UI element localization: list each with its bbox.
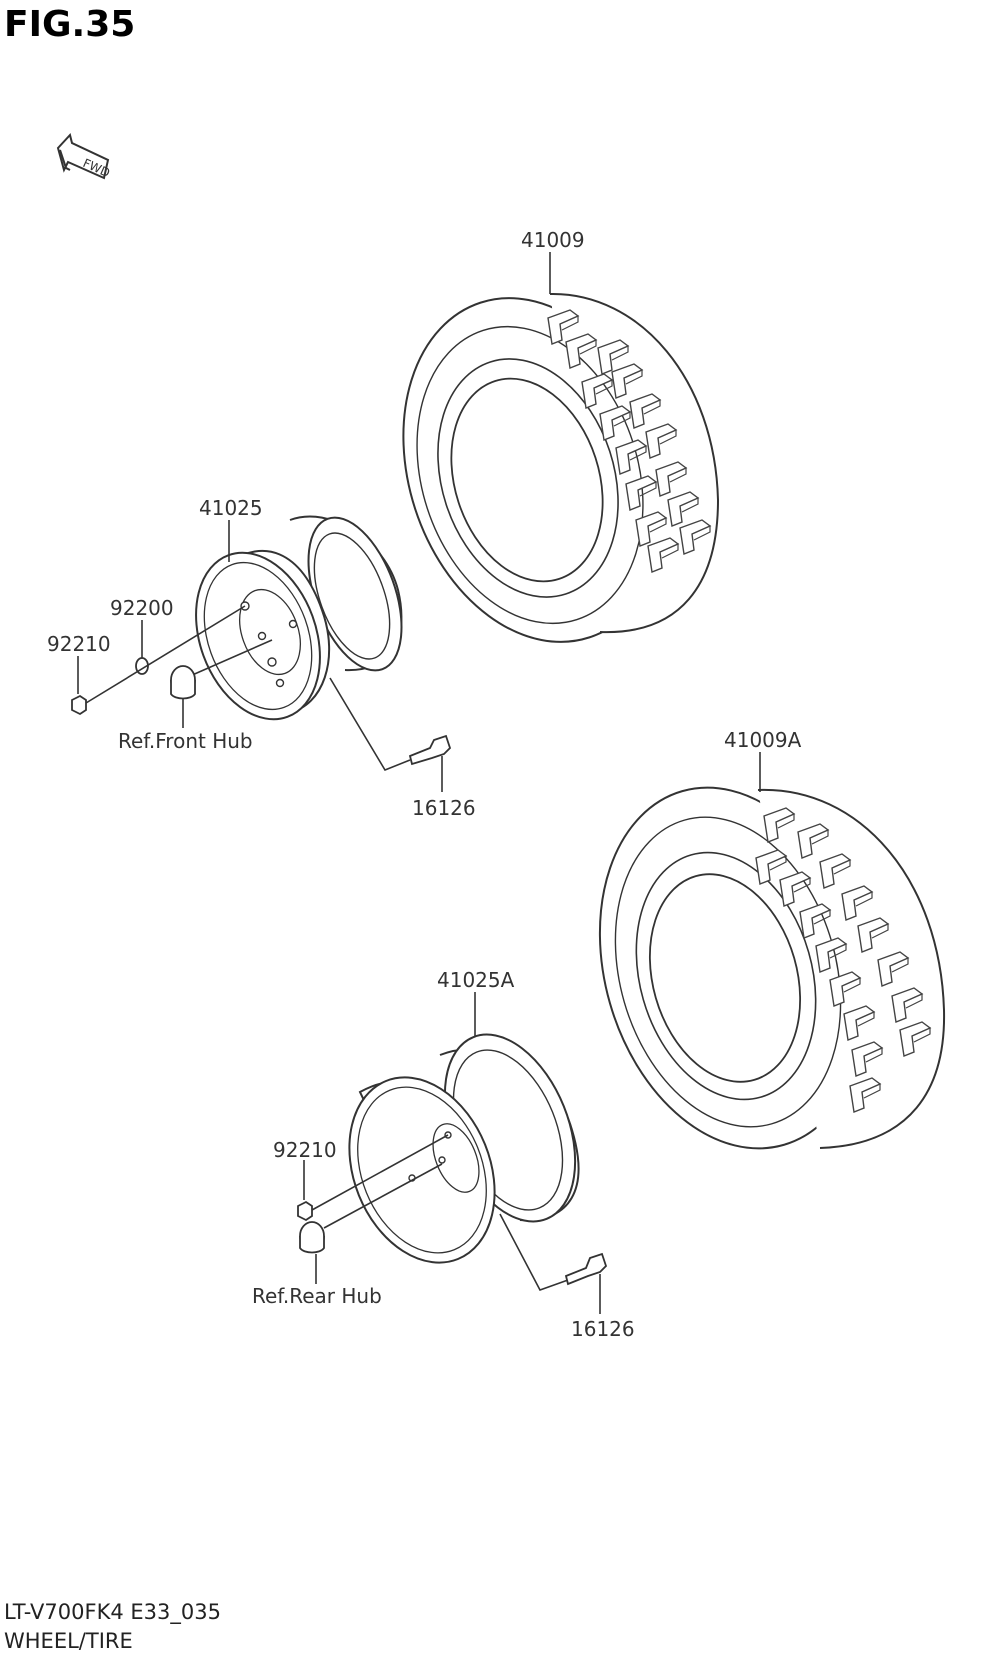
front-hub-ref-marker: [170, 665, 196, 728]
front-valve-16126: [329, 677, 452, 792]
fwd-arrow-icon: FWD: [56, 132, 112, 180]
label-rear-hub-ref: Ref.Rear Hub: [252, 1284, 382, 1308]
front-nut-assembly-line: [85, 605, 246, 704]
footer-section-name: WHEEL/TIRE: [4, 1629, 133, 1653]
label-rear-tire: 41009A: [724, 728, 802, 752]
label-front-tire: 41009: [521, 228, 585, 252]
front-nut-92210: [71, 656, 87, 716]
rear-wheel-41025A: [348, 1033, 580, 1264]
label-rear-wheel: 41025A: [437, 968, 515, 992]
rear-nut-assembly-line: [311, 1134, 449, 1211]
rear-tire-41009A: [598, 786, 946, 1150]
footer-model-code: LT-V700FK4 E33_035: [4, 1600, 221, 1624]
label-rear-valve: 16126: [571, 1317, 635, 1341]
label-front-valve: 16126: [412, 796, 476, 820]
label-front-hub-ref: Ref.Front Hub: [118, 729, 253, 753]
front-wheel-41025: [195, 515, 403, 721]
figure-title: FIG.35: [4, 4, 136, 45]
rear-hub-ref-marker: [299, 1221, 325, 1284]
label-front-wheel: 41025: [199, 496, 263, 520]
front-hub-assembly-line: [189, 639, 273, 677]
rear-nut-92210: [297, 1160, 313, 1222]
rear-hub-assembly-line: [323, 1163, 443, 1229]
rear-valve-16126: [499, 1213, 608, 1314]
label-front-washer: 92200: [110, 596, 174, 620]
label-rear-nut: 92210: [273, 1138, 337, 1162]
front-tire-41009: [402, 292, 720, 643]
label-front-nut: 92210: [47, 632, 111, 656]
